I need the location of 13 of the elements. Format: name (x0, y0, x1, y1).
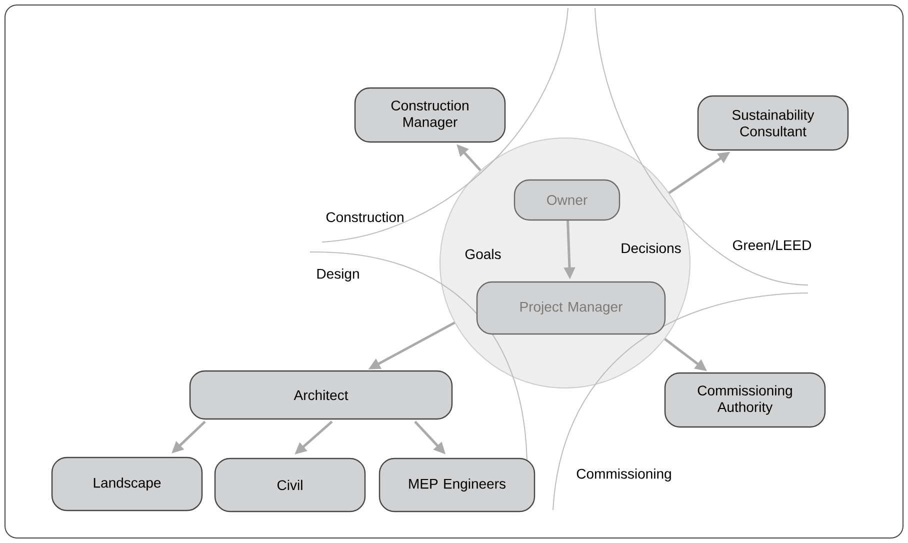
role-box: Architect (189, 370, 453, 420)
role-box: Landscape (51, 456, 203, 512)
role-box: MEP Engineers (378, 458, 536, 512)
role-box: Civil (214, 458, 366, 512)
zone-label: Commissioning (576, 468, 671, 482)
role-box: Sustainability Consultant (697, 95, 849, 151)
role-box: Construction Manager (354, 87, 506, 143)
role-box: Project Manager (476, 281, 666, 335)
zone-label: Green/LEED (733, 240, 811, 250)
role-box: Commissioning Authority (664, 372, 826, 428)
zone-label: Construction (326, 212, 404, 222)
zone-label: Design (317, 268, 359, 282)
role-box: Owner (514, 179, 620, 221)
